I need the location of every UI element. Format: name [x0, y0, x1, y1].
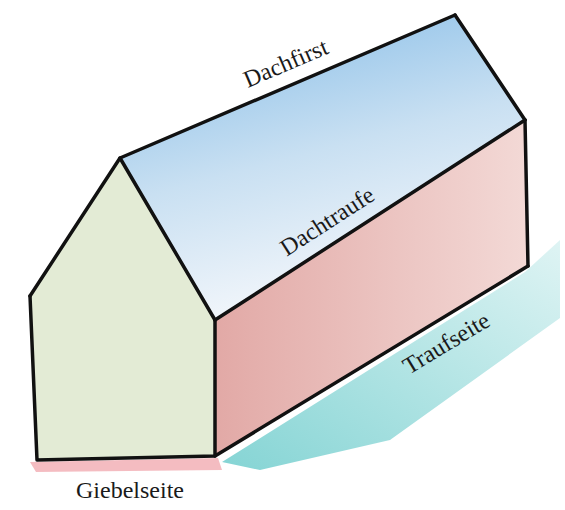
wall-edge: [525, 120, 528, 266]
ridge-line: [120, 15, 455, 158]
roof-edge: [455, 15, 525, 120]
outline: [30, 15, 528, 460]
wall-base-line: [215, 266, 528, 456]
eave-line: [215, 120, 525, 320]
gable-outline: [30, 296, 215, 460]
part-label: Giebelseite: [76, 477, 184, 503]
gable-outline: [30, 158, 215, 320]
roof: [120, 15, 525, 320]
